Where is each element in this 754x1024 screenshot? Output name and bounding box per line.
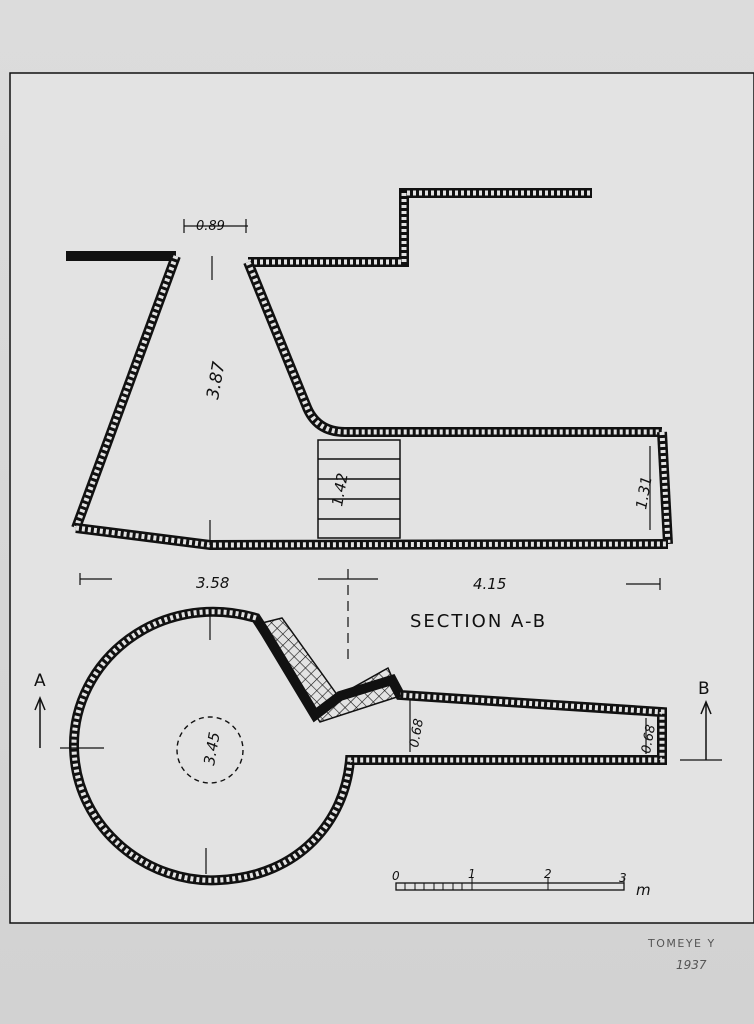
- dim-corridor-length: 4.15: [473, 575, 506, 593]
- dim-step-height: 1.42: [328, 472, 352, 508]
- dim-top-opening: 0.89: [196, 219, 225, 234]
- steps: [317, 439, 401, 539]
- section-elevation: 0.89 3.87 1.42 1.31 3.58 4.15 SECTION A-…: [66, 188, 673, 660]
- svg-text:B: B: [698, 679, 712, 699]
- section-label: SECTION A-B: [410, 611, 547, 632]
- scale-tick-1: 1: [468, 867, 476, 881]
- section-marker-a: A: [34, 671, 48, 748]
- scale-bar: 0 1 2 3 m: [392, 867, 651, 899]
- scale-tick-0: 0: [392, 869, 400, 883]
- plan-view: 3.45 0.68 0.68 A B: [34, 606, 722, 886]
- dim-pit-diameter: 3.45: [200, 731, 224, 767]
- dim-chamber-height: 1.31: [632, 475, 656, 511]
- dim-corridor-width-end: 0.68: [639, 724, 659, 755]
- scale-unit: m: [636, 881, 651, 899]
- section-marker-b: B: [698, 679, 712, 760]
- dim-corridor-width-inner: 0.68: [407, 718, 427, 749]
- scale-tick-3: 3: [619, 871, 627, 885]
- dim-base-width: 3.58: [196, 574, 229, 592]
- frame-border: [9, 72, 754, 924]
- scale-tick-2: 2: [544, 867, 552, 881]
- signature-name: TOMEYE Y: [647, 937, 716, 950]
- signature-year: 1937: [676, 958, 707, 972]
- svg-text:A: A: [34, 671, 48, 691]
- pit-dashed-circle: [176, 716, 244, 784]
- plan-stair-hatched: [256, 617, 402, 723]
